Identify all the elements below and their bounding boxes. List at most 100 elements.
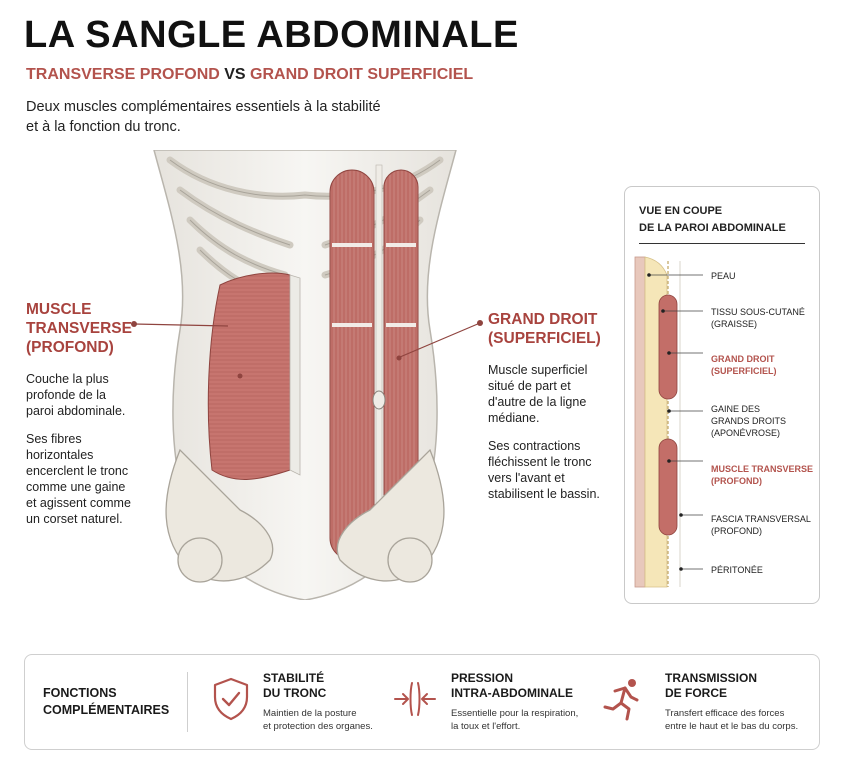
- layer-label-transverse: MUSCLE TRANSVERSE (PROFOND): [711, 463, 813, 487]
- transverse-heading-line-2: TRANSVERSE: [26, 320, 132, 337]
- feature-desc-line: la toux et l'effort.: [451, 721, 521, 732]
- transverse-heading-line-3: (PROFOND): [26, 339, 114, 356]
- transverse-muscle-shape: [207, 272, 301, 480]
- page-subtitle: TRANSVERSE PROFOND VS GRAND DROIT SUPERF…: [26, 66, 473, 84]
- transverse-desc-2-line: horizontales: [26, 448, 94, 462]
- grand-droit-heading-line-2: (SUPERFICIEL): [488, 330, 601, 347]
- cross-section-title: VUE EN COUPE DE LA PAROI ABDOMINALE: [639, 203, 786, 237]
- feature-stabilite-desc: Maintien de la posture et protection des…: [263, 707, 373, 733]
- transverse-desc-1-line: profonde de la: [26, 388, 106, 402]
- feature-desc-line: Transfert efficace des forces: [665, 708, 785, 719]
- grand-droit-desc-2: Ses contractions fléchissent le tronc ve…: [488, 438, 618, 502]
- feature-transmission-desc: Transfert efficace des forces entre le h…: [665, 707, 798, 733]
- intro-line-1: Deux muscles complémentaires essentiels …: [26, 99, 381, 115]
- feature-transmission: TRANSMISSION DE FORCE Transfert efficace…: [665, 671, 798, 733]
- grand-droit-desc-1-line: d'autre de la ligne: [488, 395, 587, 409]
- shield-check-icon: [213, 677, 249, 721]
- feature-title-line: DU TRONC: [263, 686, 327, 700]
- transverse-leader-line: [133, 323, 229, 327]
- feature-desc-line: Maintien de la posture: [263, 708, 357, 719]
- functions-heading-line-1: FONCTIONS: [43, 686, 117, 700]
- layer-label-peritonee: PÉRITONÉE: [711, 564, 763, 576]
- functions-footer: FONCTIONS COMPLÉMENTAIRES STABILITÉ DU T…: [24, 654, 820, 750]
- feature-desc-line: entre le haut et le bas du corps.: [665, 721, 799, 732]
- skin-layer: [634, 256, 646, 588]
- grand-droit-desc-1-line: Muscle superficiel: [488, 363, 588, 377]
- feature-title-line: TRANSMISSION: [665, 671, 758, 685]
- layer-label-line: TISSU SOUS-CUTANÉ: [711, 307, 805, 317]
- layer-label-line: PEAU: [711, 271, 736, 281]
- layer-label-tissu: TISSU SOUS-CUTANÉ (GRAISSE): [711, 306, 805, 330]
- layer-label-line: GRAND DROIT: [711, 354, 775, 364]
- footer-divider: [187, 672, 188, 732]
- layer-label-line: (PROFOND): [711, 476, 762, 486]
- cross-section-title-line-1: VUE EN COUPE: [639, 205, 723, 217]
- grand-droit-section: [658, 294, 678, 400]
- feature-pression-desc: Essentielle pour la respiration, la toux…: [451, 707, 578, 733]
- grand-droit-desc-1-line: situé de part et: [488, 379, 571, 393]
- transverse-heading: MUSCLE TRANSVERSE (PROFOND): [26, 300, 166, 357]
- cross-section-title-line-2: DE LA PAROI ABDOMINALE: [639, 222, 786, 234]
- intro-text: Deux muscles complémentaires essentiels …: [26, 97, 406, 137]
- layer-label-gaine: GAINE DES GRANDS DROITS (APONÉVROSE): [711, 403, 786, 439]
- feature-title-line: DE FORCE: [665, 686, 728, 700]
- layer-label-line: (GRAISSE): [711, 319, 758, 329]
- layer-label-peau: PEAU: [711, 270, 736, 282]
- pelvis-bone: [165, 448, 445, 583]
- layer-label-line: (SUPERFICIEL): [711, 366, 777, 376]
- layer-label-line: PÉRITONÉE: [711, 565, 763, 575]
- grand-droit-heading-line-1: GRAND DROIT: [488, 311, 598, 328]
- feature-transmission-title: TRANSMISSION DE FORCE: [665, 671, 798, 701]
- layer-label-grand-droit: GRAND DROIT (SUPERFICIEL): [711, 353, 777, 377]
- transverse-section: [658, 438, 678, 536]
- grand-droit-desc-2-line: stabilisent le bassin.: [488, 487, 600, 501]
- functions-heading-line-2: COMPLÉMENTAIRES: [43, 703, 170, 717]
- layer-label-line: (PROFOND): [711, 526, 762, 536]
- abdomen-anatomy-illustration: [153, 150, 457, 600]
- layer-label-line: MUSCLE TRANSVERSE: [711, 464, 814, 474]
- layer-label-line: GAINE DES: [711, 404, 761, 414]
- transverse-desc-1: Couche la plus profonde de la paroi abdo…: [26, 371, 166, 419]
- functions-heading: FONCTIONS COMPLÉMENTAIRES: [43, 685, 169, 719]
- feature-pression: PRESSION INTRA-ABDOMINALE Essentielle po…: [451, 671, 578, 733]
- transverse-marker-dot: [237, 373, 243, 379]
- transverse-desc-2-line: et agissent comme: [26, 496, 131, 510]
- grand-droit-desc-1: Muscle superficiel situé de part et d'au…: [488, 362, 618, 426]
- feature-pression-title: PRESSION INTRA-ABDOMINALE: [451, 671, 578, 701]
- transverse-desc-2-line: encerclent le tronc: [26, 464, 129, 478]
- transverse-desc-2: Ses fibres horizontales encerclent le tr…: [26, 431, 166, 527]
- layer-label-line: (APONÉVROSE): [711, 428, 781, 438]
- rectus-leader-dot: [477, 320, 483, 326]
- layer-leader-dots: [647, 273, 683, 571]
- layer-label-line: GRANDS DROITS: [711, 416, 787, 426]
- compression-arrows-icon: [394, 682, 436, 716]
- feature-stabilite-title: STABILITÉ DU TRONC: [263, 671, 373, 701]
- grand-droit-desc-2-line: vers l'avant et: [488, 471, 565, 485]
- grand-droit-desc-2-line: Ses contractions: [488, 439, 581, 453]
- grand-droit-description: GRAND DROIT (SUPERFICIEL) Muscle superfi…: [488, 310, 618, 502]
- transverse-desc-2-line: comme une gaine: [26, 480, 126, 494]
- transverse-desc-1-line: paroi abdominale.: [26, 404, 126, 418]
- subtitle-vs: VS: [224, 66, 246, 83]
- grand-droit-heading: GRAND DROIT (SUPERFICIEL): [488, 310, 618, 348]
- rectus-muscle-shape: [329, 164, 419, 571]
- feature-stabilite: STABILITÉ DU TRONC Maintien de la postur…: [263, 671, 373, 733]
- feature-desc-line: Essentielle pour la respiration,: [451, 708, 579, 719]
- feature-desc-line: et protection des organes.: [263, 721, 373, 732]
- page-title: LA SANGLE ABDOMINALE: [24, 14, 519, 56]
- transverse-desc-2-line: un corset naturel.: [26, 512, 123, 526]
- feature-title-line: STABILITÉ: [263, 671, 325, 685]
- subtitle-transverse: TRANSVERSE PROFOND: [26, 66, 220, 83]
- transverse-heading-line-1: MUSCLE: [26, 301, 92, 318]
- intro-line-2: et à la fonction du tronc.: [26, 119, 181, 135]
- transverse-description: MUSCLE TRANSVERSE (PROFOND) Couche la pl…: [26, 300, 166, 527]
- transverse-leader-dot: [131, 321, 137, 327]
- transverse-desc-1-line: Couche la plus: [26, 372, 109, 386]
- subtitle-grand-droit: GRAND DROIT SUPERFICIEL: [250, 66, 474, 83]
- layer-label-fascia: FASCIA TRANSVERSAL (PROFOND): [711, 513, 811, 537]
- running-person-icon: [603, 679, 639, 721]
- rectus-leader-line: [399, 322, 481, 358]
- layer-label-line: FASCIA TRANSVERSAL: [711, 514, 811, 524]
- cross-section-diagram: [634, 256, 703, 588]
- feature-title-line: INTRA-ABDOMINALE: [451, 686, 573, 700]
